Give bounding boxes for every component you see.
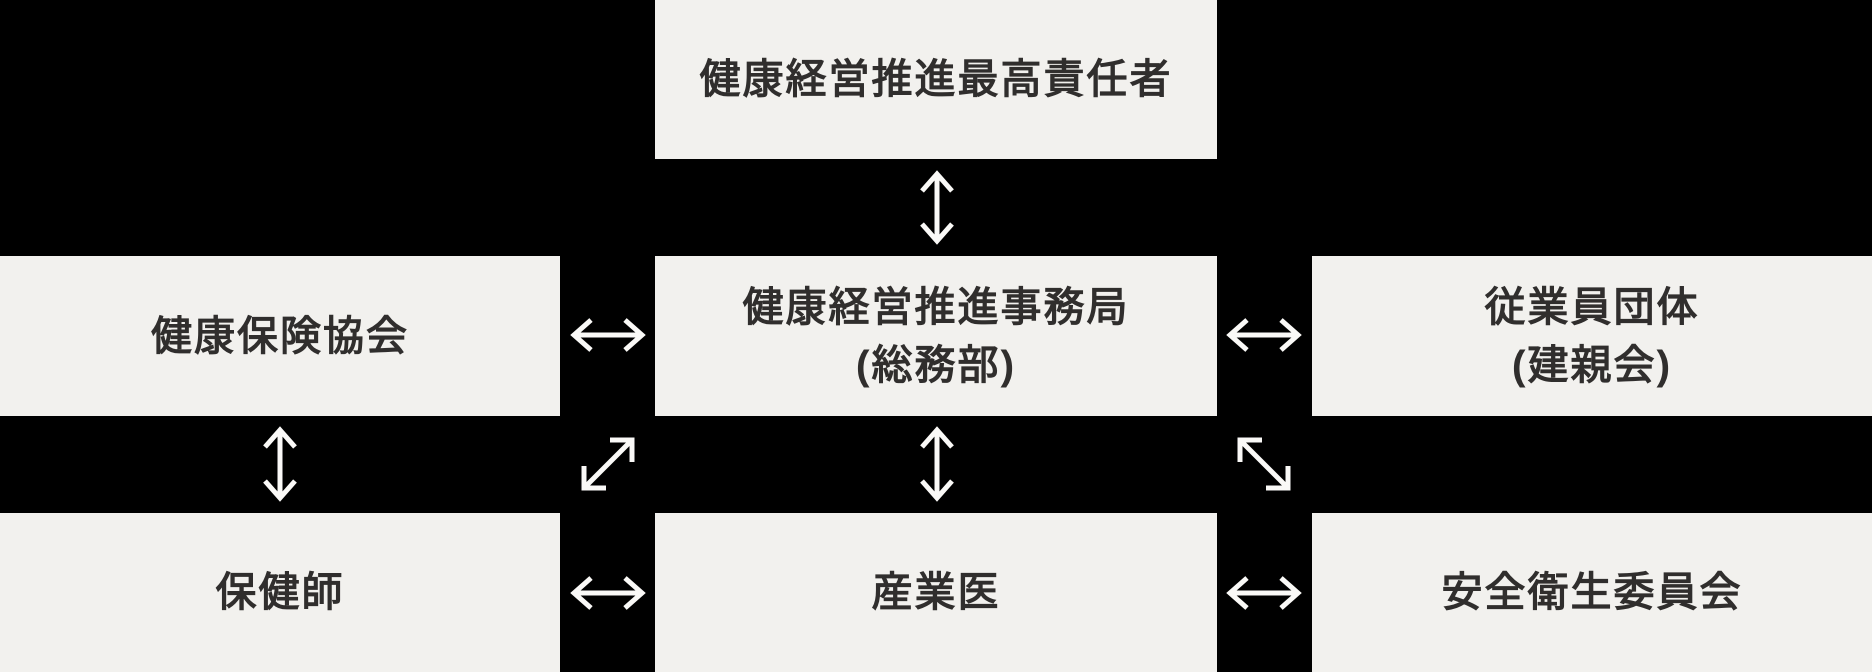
node-promotion-office-label-line1: 健康経営推進事務局 <box>742 283 1130 330</box>
diagonal-double-arrow-icon <box>1237 437 1291 491</box>
vertical-double-arrow-icon <box>920 426 954 502</box>
node-public-health-nurse: 保健師 <box>0 513 560 672</box>
horizontal-double-arrow-icon <box>1226 318 1302 352</box>
node-promotion-office-label-line2: (総務部) <box>855 342 1017 388</box>
node-occupational-physician: 産業医 <box>655 513 1217 672</box>
node-chief: 健康経営推進最高責任者 <box>655 0 1217 159</box>
node-public-health-nurse-label: 保健師 <box>215 569 345 616</box>
horizontal-double-arrow-icon <box>570 318 646 352</box>
node-employee-group: 従業員団体 (建親会) <box>1312 256 1872 416</box>
vertical-double-arrow-icon <box>920 170 954 245</box>
horizontal-double-arrow-icon <box>1226 576 1302 610</box>
node-employee-group-label-line2: (建親会) <box>1511 342 1673 388</box>
horizontal-double-arrow-icon <box>570 576 646 610</box>
node-promotion-office: 健康経営推進事務局 (総務部) <box>655 256 1217 416</box>
node-insurance-association-label: 健康保険協会 <box>151 312 409 359</box>
vertical-double-arrow-icon <box>263 426 297 502</box>
node-insurance-association: 健康保険協会 <box>0 256 560 416</box>
node-employee-group-label-line1: 従業員団体 <box>1484 283 1700 330</box>
node-occupational-physician-label: 産業医 <box>871 569 1001 616</box>
node-safety-committee: 安全衛生委員会 <box>1312 513 1872 672</box>
node-safety-committee-label: 安全衛生委員会 <box>1441 569 1743 616</box>
node-chief-label: 健康経営推進最高責任者 <box>699 56 1173 103</box>
diagonal-double-arrow-icon <box>581 437 635 491</box>
